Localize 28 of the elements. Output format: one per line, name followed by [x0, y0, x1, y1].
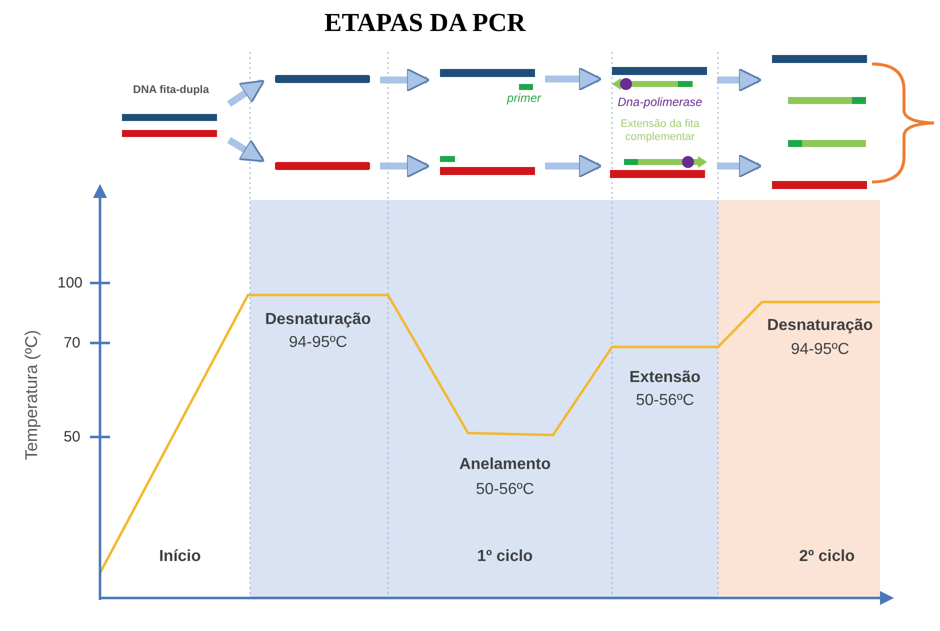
- arrow: [380, 68, 430, 92]
- temperature-label: 94-95ºC: [288, 334, 348, 352]
- enzyme-label: Dna-polimerase: [618, 96, 702, 110]
- phase-label: Desnaturação: [767, 316, 873, 336]
- tick-label: 100: [57, 274, 83, 292]
- cycle-label: 1º ciclo: [477, 548, 533, 566]
- arrow: [717, 68, 762, 92]
- phase-label: Desnaturação: [265, 310, 371, 330]
- arrow: [227, 137, 265, 163]
- phase-label: Anelamento: [459, 456, 551, 474]
- temperature-label: 50-56ºC: [636, 392, 694, 410]
- strand-caption: DNA fita-dupla: [133, 84, 209, 97]
- arrow: [545, 154, 602, 178]
- phase-label: Extensão: [629, 368, 701, 388]
- cycle-label: Início: [159, 548, 201, 566]
- temperature-label: 94-95ºC: [790, 340, 850, 360]
- tick-label: 70: [64, 334, 80, 352]
- title: ETAPAS DA PCR: [324, 8, 526, 37]
- axis-label: Temperatura (ºC): [22, 330, 42, 460]
- primer-label: primer: [506, 92, 541, 106]
- arrow: [227, 79, 265, 107]
- temperature-label: 50-56ºC: [476, 480, 534, 500]
- process-label: Extensão da fita complementar: [620, 118, 700, 144]
- cycle-label: 2º ciclo: [799, 548, 855, 566]
- tick-label: 50: [64, 428, 80, 446]
- arrow: [717, 154, 762, 178]
- arrow: [380, 154, 430, 178]
- arrow: [545, 66, 602, 92]
